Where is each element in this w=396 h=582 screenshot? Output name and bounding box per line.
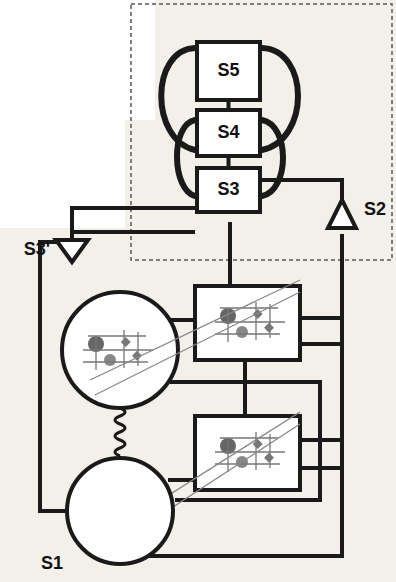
system5-box: S5 [195,40,262,102]
system-label: S3' [24,240,50,260]
system-label: S2 [364,200,386,220]
connector-line [262,180,342,200]
connector-line [228,158,229,166]
system-label: S1 [41,554,63,574]
system4-box: S4 [195,108,262,158]
node-outline [65,456,175,566]
node-outline [326,198,358,230]
connector-line [72,208,195,240]
system1-circle: S1 [65,456,175,566]
system-label: S5 [217,61,239,81]
system-label: S3 [217,180,239,200]
connector-line [40,242,67,511]
system-label: S4 [217,123,239,143]
system3-box: S3 [195,166,262,214]
system3-star-triangle: S3' [54,238,90,264]
node-outline [54,238,90,264]
system2-triangle: S2 [326,198,358,230]
